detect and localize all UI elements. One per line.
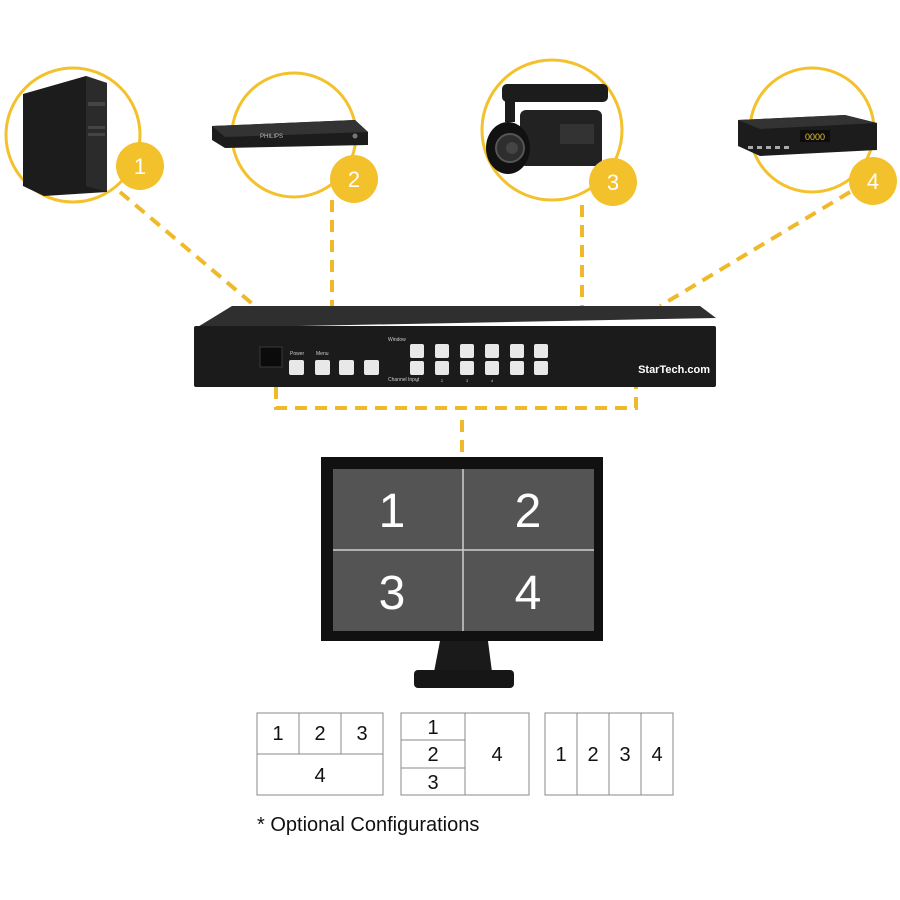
monitor-quadrant-number-1: 1: [379, 485, 406, 538]
connector-output-bracket: [274, 387, 638, 410]
switcher-brand: StarTech.com: [638, 364, 710, 376]
config-3-cell-4: [640, 712, 674, 796]
source-badge-label-2: 2: [348, 167, 360, 192]
config-3-label-1: 1: [555, 744, 566, 766]
monitor-quadrant-1: [334, 470, 462, 549]
config-3-label-4: 4: [651, 744, 662, 766]
input-button-3[interactable]: [460, 361, 474, 375]
config-2-label-2: 2: [427, 744, 438, 766]
input-number-3: 3: [466, 378, 469, 383]
menu-label: Menu: [316, 351, 329, 357]
monitor-quadrant-2: [464, 470, 593, 549]
power-button[interactable]: [289, 360, 304, 375]
configuration-2: [400, 712, 530, 796]
window-button-5[interactable]: [510, 344, 524, 358]
source-badge-label-4: 4: [867, 169, 879, 194]
monitor-stand-base: [414, 670, 514, 688]
config-1-cell-4: [256, 753, 384, 796]
config-2-label-3: 3: [427, 772, 438, 794]
config-1-label-1: 1: [272, 723, 283, 745]
input-button-4[interactable]: [485, 361, 499, 375]
multiviewer-switcher: Power Menu Window Channel Input 1 2 3 4 …: [194, 306, 716, 387]
input-button-5[interactable]: [510, 361, 524, 375]
window-label: Window: [388, 337, 406, 343]
window-button-1[interactable]: [410, 344, 424, 358]
monitor-quadrant-4: [464, 551, 593, 630]
config-2-cell-4: [464, 712, 530, 796]
menu-button[interactable]: [315, 360, 330, 375]
video-camera-icon: [486, 84, 608, 174]
monitor-quadrant-number-3: 3: [379, 567, 406, 620]
config-1-label-4: 4: [314, 765, 325, 787]
config-2-label-1: 1: [427, 717, 438, 739]
input-number-2: 2: [441, 378, 444, 383]
input-button-6[interactable]: [534, 361, 548, 375]
input-button-2[interactable]: [435, 361, 449, 375]
config-2-label-4: 4: [491, 744, 502, 766]
monitor-quadrant-number-4: 4: [515, 567, 542, 620]
switcher-top-face: [196, 306, 716, 328]
monitor-stand-neck: [434, 641, 492, 672]
config-3-label-2: 2: [587, 744, 598, 766]
source-badge-label-1: 1: [134, 154, 146, 179]
source-badge-4: [849, 157, 897, 205]
optional-configurations-note: * Optional Configurations: [257, 814, 480, 836]
minus-button[interactable]: [339, 360, 354, 375]
window-button-3[interactable]: [460, 344, 474, 358]
connector-lines: [118, 190, 852, 456]
config-3-label-3: 3: [619, 744, 630, 766]
config-1-label-3: 3: [356, 723, 367, 745]
configuration-3: [544, 712, 674, 796]
source-1: 1: [4, 66, 164, 204]
window-button-2[interactable]: [435, 344, 449, 358]
set-top-box-icon: 0000: [738, 115, 877, 156]
channel-input-label: Channel Input: [388, 377, 420, 383]
power-label: Power: [290, 351, 305, 357]
source-badge-label-3: 3: [607, 170, 619, 195]
source-badge-1: [116, 142, 164, 190]
source-badge-2: [330, 155, 378, 203]
window-button-6[interactable]: [534, 344, 548, 358]
desktop-computer-icon: [23, 76, 107, 196]
config-1-label-2: 2: [314, 723, 325, 745]
connector-line-4: [658, 190, 852, 308]
source-badge-3: [589, 158, 637, 206]
source-3: 3: [480, 58, 637, 206]
monitor: 1 2 3 4: [321, 457, 603, 688]
monitor-quadrant-3: [334, 551, 462, 630]
input-number-4: 4: [491, 378, 494, 383]
configuration-1: [256, 712, 384, 796]
input-button-1[interactable]: [410, 361, 424, 375]
source-2: PHILIPS 2: [212, 71, 378, 203]
connector-line-1: [118, 190, 257, 308]
plus-button[interactable]: [364, 360, 379, 375]
switcher-ir-window: [259, 346, 283, 368]
set-top-box-display-text: 0000: [805, 132, 825, 142]
input-number-1: 1: [416, 378, 419, 383]
blu-ray-player-icon: PHILIPS: [212, 120, 368, 148]
monitor-quadrant-number-2: 2: [515, 485, 542, 538]
source-4: 0000 4: [738, 66, 897, 205]
window-button-4[interactable]: [485, 344, 499, 358]
player-brand-text: PHILIPS: [260, 134, 283, 140]
